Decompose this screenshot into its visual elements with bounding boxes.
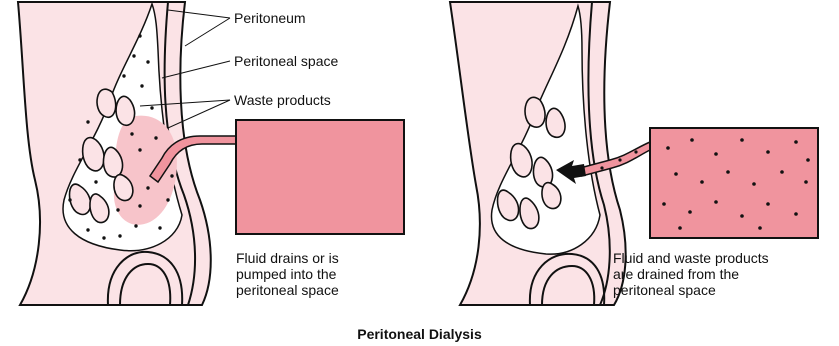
waste-products-label: Waste products: [234, 92, 331, 108]
right-caption: Fluid and waste products are drained fro…: [613, 250, 769, 298]
peritoneum-label: Peritoneum: [234, 10, 306, 26]
left-dialysate-bag: [236, 120, 404, 234]
peritoneal-space-label: Peritoneal space: [234, 53, 338, 69]
right-drainage-bag: [650, 128, 818, 238]
left-abdomen-cross-section: [18, 2, 404, 305]
diagram-title: Peritoneal Dialysis: [0, 326, 839, 342]
left-caption: Fluid drains or is pumped into the perit…: [236, 250, 339, 298]
